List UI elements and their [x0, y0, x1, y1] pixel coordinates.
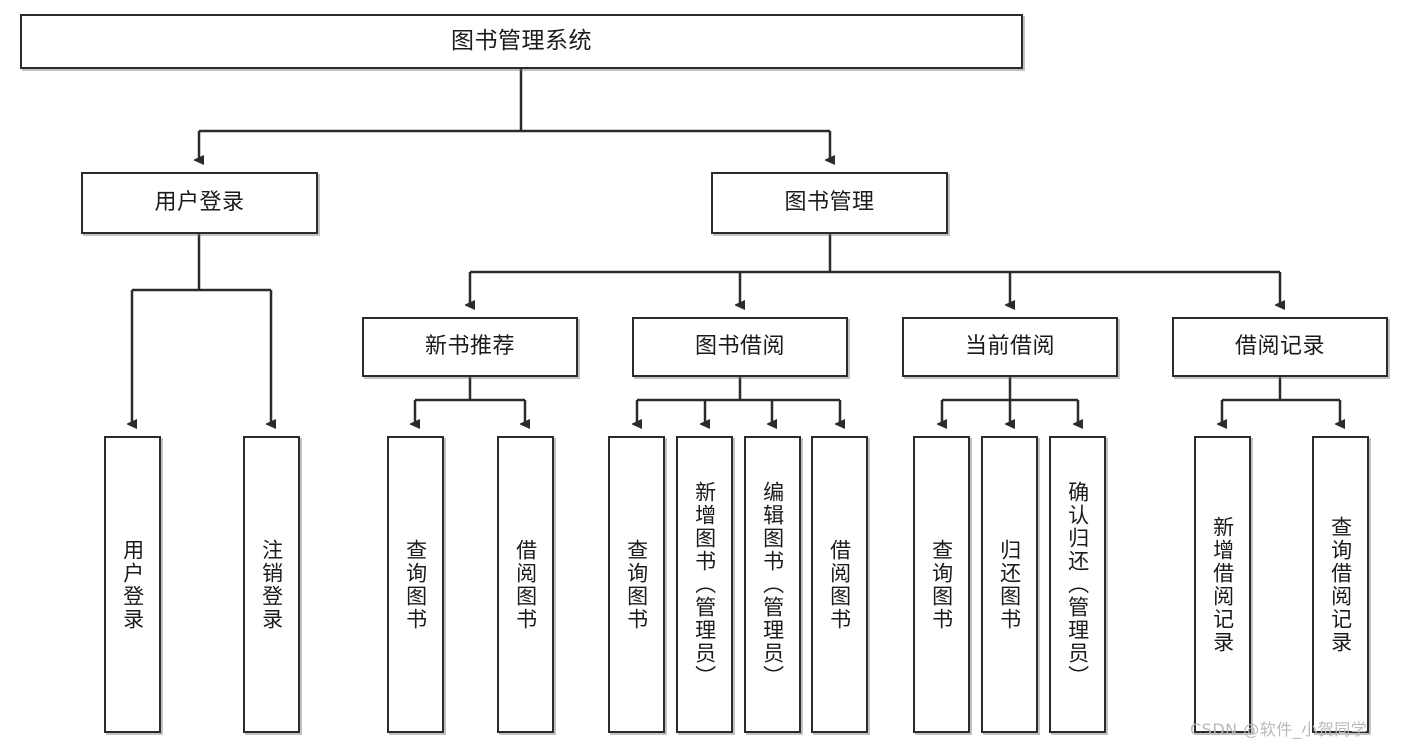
node-book-manage[interactable]: 图书管理	[711, 172, 948, 234]
node-label: 确认归还（管理员）	[1065, 481, 1090, 688]
leaf-return-book[interactable]: 归还图书	[981, 436, 1038, 733]
leaf-query-book-1[interactable]: 查询图书	[387, 436, 444, 733]
node-label: 借阅图书	[513, 538, 538, 631]
node-label: 新增图书（管理员）	[692, 481, 717, 688]
node-root[interactable]: 图书管理系统	[20, 14, 1023, 69]
node-borrow-record[interactable]: 借阅记录	[1172, 317, 1388, 377]
node-current-borrow[interactable]: 当前借阅	[902, 317, 1118, 377]
node-user-login[interactable]: 用户登录	[81, 172, 318, 234]
node-new-book-recommend[interactable]: 新书推荐	[362, 317, 578, 377]
leaf-add-record[interactable]: 新增借阅记录	[1194, 436, 1251, 733]
node-label: 查询图书	[403, 538, 428, 631]
csdn-watermark: CSDN @软件_小贺同学	[1190, 720, 1368, 739]
node-label: 归还图书	[997, 538, 1022, 631]
node-label: 查询借阅记录	[1328, 515, 1353, 654]
leaf-confirm-return[interactable]: 确认归还（管理员）	[1049, 436, 1106, 733]
node-label: 用户登录	[154, 190, 245, 216]
leaf-query-book-2[interactable]: 查询图书	[608, 436, 665, 733]
leaf-user-login[interactable]: 用户登录	[104, 436, 161, 733]
node-label: 借阅记录	[1234, 334, 1325, 360]
node-label: 用户登录	[120, 538, 145, 631]
node-label: 查询图书	[929, 538, 954, 631]
node-label: 注销登录	[259, 538, 284, 631]
leaf-query-record[interactable]: 查询借阅记录	[1312, 436, 1369, 733]
leaf-logout-login[interactable]: 注销登录	[243, 436, 300, 733]
leaf-borrow-book-1[interactable]: 借阅图书	[497, 436, 554, 733]
node-label: 当前借阅	[964, 334, 1055, 360]
leaf-add-book[interactable]: 新增图书（管理员）	[676, 436, 733, 733]
node-label: 图书管理	[784, 190, 875, 216]
node-label: 图书借阅	[694, 334, 785, 360]
node-label: 查询图书	[624, 538, 649, 631]
node-book-borrow[interactable]: 图书借阅	[632, 317, 848, 377]
node-label: 借阅图书	[827, 538, 852, 631]
node-label: 图书管理系统	[451, 27, 592, 54]
node-label: 新增借阅记录	[1210, 515, 1235, 654]
node-label: 编辑图书（管理员）	[760, 481, 785, 688]
node-label: 新书推荐	[424, 334, 515, 360]
leaf-edit-book[interactable]: 编辑图书（管理员）	[744, 436, 801, 733]
leaf-borrow-book-2[interactable]: 借阅图书	[811, 436, 868, 733]
leaf-query-book-3[interactable]: 查询图书	[913, 436, 970, 733]
